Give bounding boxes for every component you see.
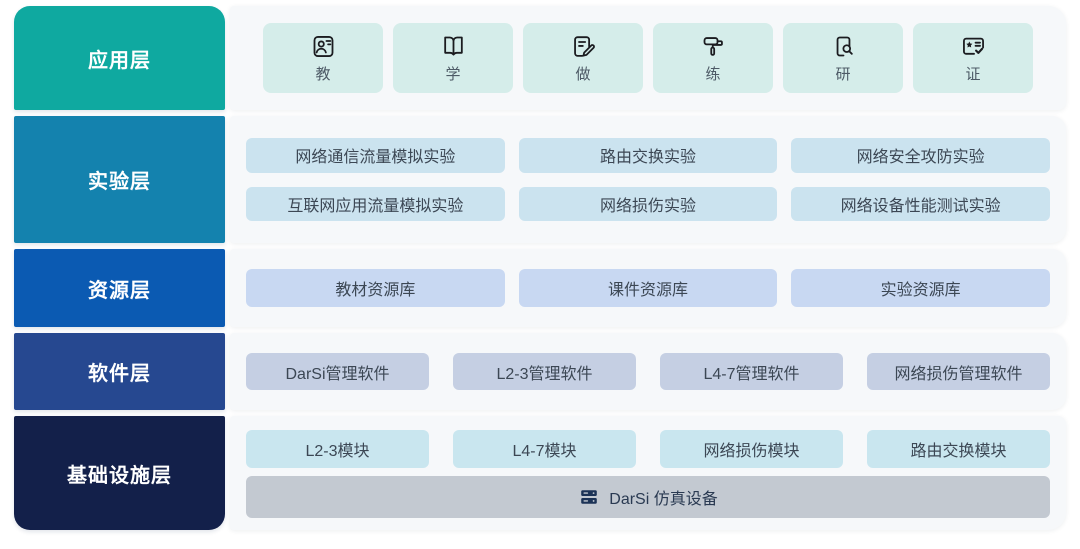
experiment-box: 互联网应用流量模拟实验 [246, 186, 505, 221]
experiment-box: 网络设备性能测试实验 [791, 186, 1050, 221]
layer-resource: 资源层 [14, 249, 225, 327]
resource-box: 课件资源库 [518, 269, 778, 307]
app-item-teach: 教 [263, 23, 383, 93]
app-item-do: 做 [523, 23, 643, 93]
layer-experiment: 实验层 [14, 116, 225, 243]
module-row: L2-3模块 L4-7模块 网络损伤模块 路由交换模块 [246, 430, 1050, 468]
app-item-label: 学 [445, 65, 461, 83]
resource-layer-card: 教材资源库 课件资源库 实验资源库 [230, 249, 1066, 327]
application-layer-card: 教 学 做 [230, 6, 1066, 110]
infrastructure-layer-card: L2-3模块 L4-7模块 网络损伤模块 路由交换模块 [230, 416, 1066, 530]
app-item-research: 研 [783, 23, 903, 93]
resource-box: 教材资源库 [246, 269, 505, 307]
app-item-certify: 证 [913, 23, 1033, 93]
edit-note-icon [570, 33, 597, 60]
experiment-box: 网络损伤实验 [518, 186, 778, 221]
app-item-label: 证 [965, 65, 981, 83]
server-icon [578, 486, 600, 508]
software-box: DarSi管理软件 [246, 353, 429, 390]
module-box: 路由交换模块 [867, 430, 1050, 468]
software-layer-card: DarSi管理软件 L2-3管理软件 L4-7管理软件 网络损伤管理软件 [230, 333, 1066, 410]
paint-roller-icon [700, 33, 727, 60]
app-item-practice: 练 [653, 23, 773, 93]
experiment-box: 网络安全攻防实验 [791, 138, 1050, 173]
device-label: DarSi 仿真设备 [609, 491, 718, 508]
book-search-icon [830, 33, 857, 60]
module-box: 网络损伤模块 [660, 430, 843, 468]
layer-infrastructure: 基础设施层 [14, 416, 225, 530]
open-book-icon [440, 33, 467, 60]
experiment-layer-card: 网络通信流量模拟实验 路由交换实验 网络安全攻防实验 互联网应用流量模拟实验 网… [230, 116, 1066, 243]
layer-sidebar: 应用层 实验层 资源层 软件层 基础设施层 [14, 6, 225, 549]
software-box: L2-3管理软件 [453, 353, 636, 390]
module-box: L4-7模块 [453, 430, 636, 468]
certificate-icon [960, 33, 987, 60]
experiment-box: 网络通信流量模拟实验 [246, 138, 505, 173]
teacher-presentation-icon [310, 33, 337, 60]
device-bar: DarSi 仿真设备 [246, 476, 1050, 518]
layer-content: 教 学 做 [230, 6, 1066, 549]
app-item-label: 练 [705, 65, 721, 83]
resource-box: 实验资源库 [791, 269, 1050, 307]
software-box: L4-7管理软件 [660, 353, 843, 390]
software-box: 网络损伤管理软件 [867, 353, 1050, 390]
app-item-label: 做 [575, 65, 591, 83]
module-box: L2-3模块 [246, 430, 429, 468]
layer-application: 应用层 [14, 6, 225, 110]
app-item-label: 研 [835, 65, 851, 83]
app-item-learn: 学 [393, 23, 513, 93]
layer-software: 软件层 [14, 333, 225, 410]
app-item-label: 教 [315, 65, 331, 83]
experiment-box: 路由交换实验 [518, 138, 778, 173]
